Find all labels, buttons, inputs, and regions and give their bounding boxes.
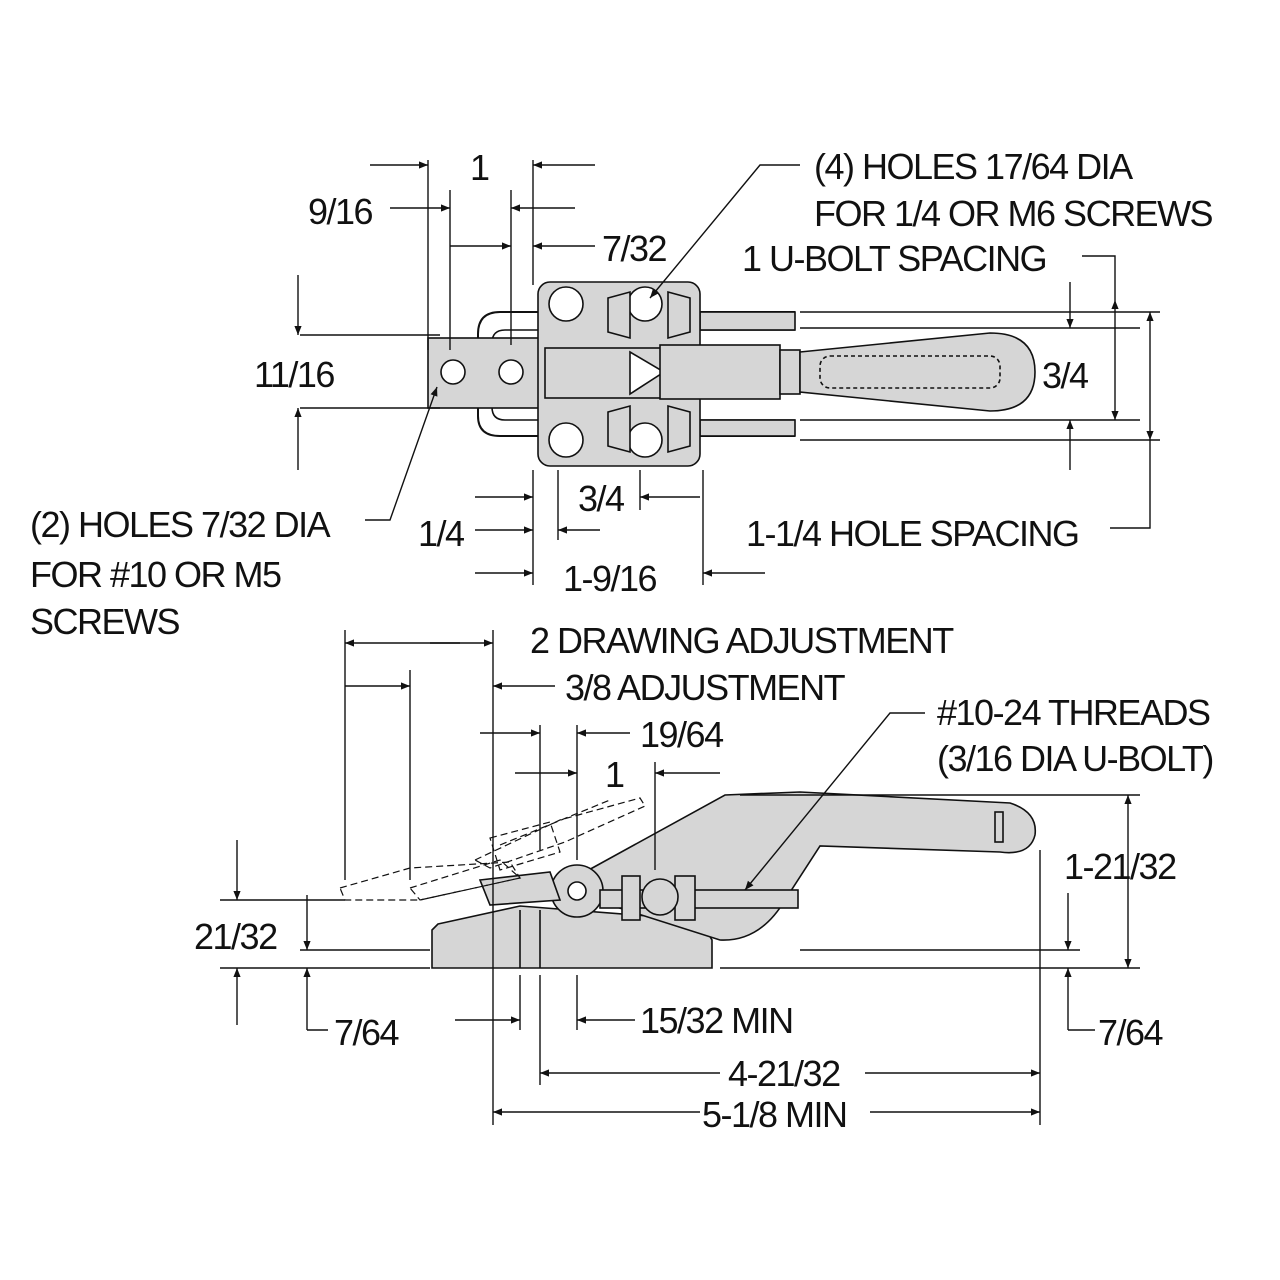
dim-1-top: 1 [470,147,490,188]
mount-hole-tr [627,286,663,322]
threads-callout-line1: #10-24 THREADS [937,692,1211,733]
dim-3-4-horizontal: 3/4 [578,478,625,519]
hole-spacing-label: 1-1/4 HOLE SPACING [746,513,1080,554]
small-hole-left [440,359,466,385]
dim-3-4-vertical: 3/4 [1042,355,1089,396]
dim-7-32: 7/32 [602,228,668,269]
handle [799,332,1036,412]
dim-1-4: 1/4 [418,513,465,554]
dim-7-64-left: 7/64 [334,1012,400,1053]
dim-15-32-min: 15/32 MIN [640,1000,794,1041]
dim-5-1-8-min: 5-1/8 MIN [702,1094,848,1135]
dim-1-21-32: 1-21/32 [1064,846,1177,887]
dim-1-9-16: 1-9/16 [563,558,658,599]
dim-4-21-32: 4-21/32 [728,1053,841,1094]
threads-callout-line2: (3/16 DIA U-BOLT) [937,738,1214,779]
holes4-callout-line1: (4) HOLES 17/64 DIA [814,146,1133,187]
base [431,905,713,969]
holes2-callout-line1: (2) HOLES 7/32 DIA [30,504,331,545]
side-view [431,791,1037,969]
drawing-adjustment-label: 2 DRAWING ADJUSTMENT [530,620,954,661]
ubolt-spacing-label: 1 U-BOLT SPACING [742,238,1048,279]
small-hole-right [498,359,524,385]
dim-1-side: 1 [605,754,625,795]
side-view-dimension-lines [220,630,1140,1125]
dim-19-64: 19/64 [640,714,724,755]
holes4-callout-line2: FOR 1/4 OR M6 SCREWS [814,193,1214,234]
holes2-callout-line3: SCREWS [30,601,181,642]
top-view [427,281,1036,467]
adjustment-label: 3/8 ADJUSTMENT [565,667,846,708]
holes2-callout-line2: FOR #10 OR M5 [30,554,282,595]
mount-hole-bl [548,422,584,458]
dim-11-16: 11/16 [254,354,335,395]
mount-hole-br [627,422,663,458]
dim-21-32: 21/32 [194,916,278,957]
dim-7-64-right: 7/64 [1098,1012,1164,1053]
top-view-dimension-lines [294,160,1160,585]
handle-arm [583,791,1037,941]
mount-hole-tl [548,286,584,322]
dim-9-16: 9/16 [308,191,374,232]
